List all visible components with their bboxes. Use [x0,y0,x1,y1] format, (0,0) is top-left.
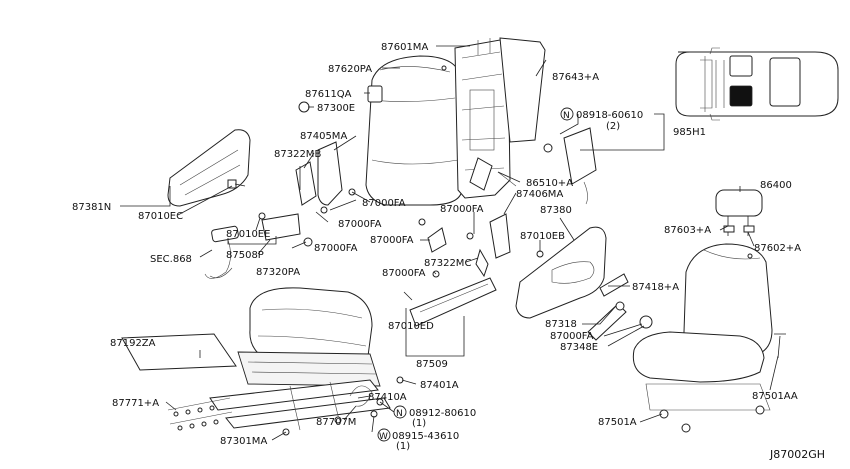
label-87000FA-1: 87000FA [362,198,406,209]
fastener-set-icon [167,397,233,431]
label-87620PA: 87620PA [328,64,372,75]
label-08912-80610: 08912-80610 [409,408,476,419]
label-08918-qty: (2) [606,121,620,132]
label-87000FA-2: 87000FA [440,204,484,215]
label-87010ED: 87010ED [388,321,434,332]
label-87401A: 87401A [420,380,459,391]
side-airbag-icon [563,127,597,185]
knob-icon [599,273,629,297]
label-08915-43610: 08915-43610 [392,431,459,442]
diagram-id: J87002GH [769,448,825,461]
pad-icon [121,333,237,371]
bracket-icon [261,213,301,241]
back-board-icon [499,37,546,143]
label-08912-qty: (1) [412,418,426,429]
label-87348E: 87348E [560,342,598,353]
label-87508P: 87508P [226,250,264,261]
label-87301MA: 87301MA [220,436,267,447]
side-cover-right-icon [515,226,607,319]
label-87322MC: 87322MC [424,258,471,269]
label-87771A: 87771+A [112,398,159,409]
label-87509: 87509 [416,359,448,370]
bracket-icon [295,161,317,206]
label-87300E: 87300E [317,103,355,114]
mark-w: W [379,432,388,442]
mark-n: N [563,111,570,121]
label-87643A: 87643+A [552,72,599,83]
clip-icon [367,85,383,103]
label-87501A: 87501A [598,417,637,428]
label-87418A: 87418+A [632,282,679,293]
label-87000FA-5: 87000FA [314,243,358,254]
label-sec868: SEC.868 [150,254,192,265]
label-87000FA-6: 87000FA [382,268,426,279]
label-87410A: 87410A [368,392,407,403]
seatback-cushion-icon [365,55,463,206]
label-87000FA-7: 87000FA [550,331,594,342]
label-87000FA-3: 87000FA [338,219,382,230]
seatback-frame-icon [454,38,511,199]
label-87707M: 87707M [316,417,356,428]
label-87406MA: 87406MA [516,189,563,200]
label-87010EC: 87010EC [138,211,183,222]
nut-symbol-icon [560,107,574,121]
handle-icon [587,303,627,341]
seat-assembly-icon [632,243,786,433]
label-87322MB: 87322MB [274,149,321,160]
seat-belt-buckle-icon [204,225,239,279]
label-87318: 87318 [545,319,577,330]
label-86400: 86400 [760,180,792,191]
washer-symbol-icon [377,428,391,442]
side-cover-left-icon [167,129,251,207]
rail-cover-icon [409,277,497,327]
label-08915-qty: (1) [396,441,410,452]
bracket-icon [317,141,343,206]
label-87501AA: 87501AA [752,391,798,402]
label-08918-60610: 08918-60610 [576,110,643,121]
label-985H1: 985H1 [673,127,706,138]
label-87405MA: 87405MA [300,131,347,142]
label-87611QA: 87611QA [305,89,352,100]
label-87381N: 87381N [72,202,111,213]
headrest-icon [715,189,763,236]
nut-symbol-icon [393,405,407,419]
vehicle-location-icon [675,47,839,121]
leader-lines [120,45,779,441]
label-86510A: 86510+A [526,178,573,189]
callout-labels: 87601MA 87620PA 87643+A 87611QA 87300E N… [72,42,825,461]
label-87602A: 87602+A [754,243,801,254]
mark-n: N [396,409,403,419]
lever-icon [469,157,493,191]
bracket-icon [489,213,511,259]
label-87192ZA: 87192ZA [110,338,156,349]
grommet-icon [298,101,310,113]
label-87010EB: 87010EB [520,231,565,242]
label-87603A: 87603+A [664,225,711,236]
label-87320PA: 87320PA [256,267,300,278]
label-87010EE: 87010EE [226,229,270,240]
label-87000FA-4: 87000FA [370,235,414,246]
seat-frame-icon [209,351,391,436]
label-87380: 87380 [540,205,572,216]
label-87601MA: 87601MA [381,42,428,53]
